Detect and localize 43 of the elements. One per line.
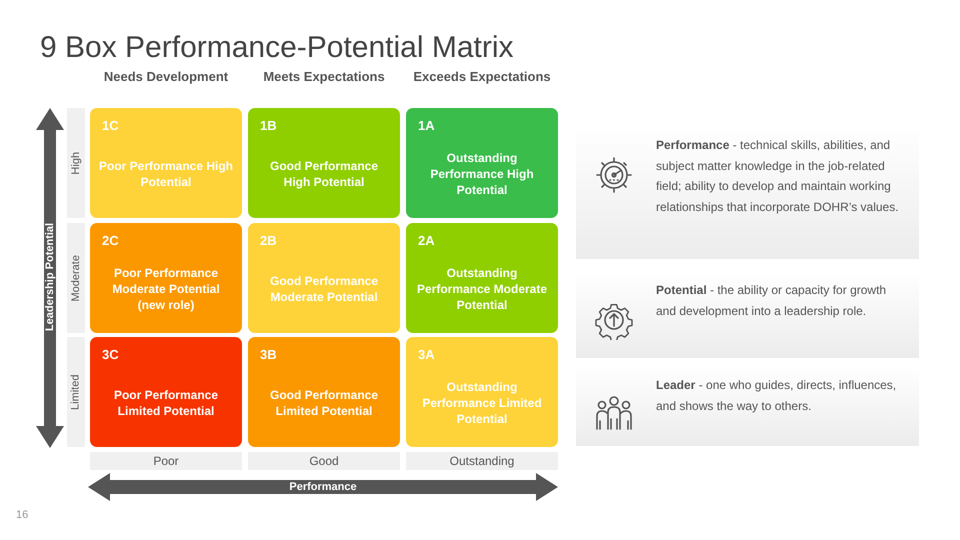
box-description: Good Performance High Potential — [268, 158, 380, 191]
box-code: 2C — [102, 232, 119, 250]
column-band: Poor — [90, 452, 242, 470]
box-code: 1B — [260, 117, 277, 135]
box-code: 2A — [418, 232, 435, 250]
box-description: Poor Performance Moderate Potential (new role) — [111, 265, 221, 314]
box-description: Outstanding Performance Limited Potential — [421, 379, 543, 428]
box-description: Poor Performance High Potential — [98, 158, 234, 191]
title: 9 Box Performance-Potential Matrix — [40, 30, 514, 66]
column-band: Outstanding — [406, 452, 558, 470]
column-header: Exceeds Expectations — [412, 68, 552, 85]
box-code: 3B — [260, 346, 277, 364]
matrix-box — [406, 337, 558, 447]
axis-label: Leadership Potential — [42, 222, 57, 332]
box-description: Outstanding Performance Moderate Potential — [416, 265, 548, 314]
box-description: Outstanding Performance High Potential — [429, 150, 535, 199]
row-label: Moderate — [68, 254, 83, 302]
box-description: Poor Performance Limited Potential — [112, 387, 220, 420]
definition-text: Performance - technical skills, abilities, and subject matter knowledge in the job-related field; ability to develop and maintain working relationships that incorporate DOHR’s values. — [656, 137, 900, 216]
axis-label: Performance — [289, 480, 357, 495]
matrix-box — [248, 223, 400, 333]
matrix-box — [90, 337, 242, 447]
matrix-box — [248, 108, 400, 218]
box-code: 2B — [260, 232, 277, 250]
definition-text: Potential - the ability or capacity for growth and development into a leadership role. — [656, 282, 888, 320]
box-code: 1C — [102, 117, 119, 135]
box-description: Good Performance Moderate Potential — [268, 273, 380, 306]
column-header: Needs Development — [102, 68, 230, 85]
row-label: High — [68, 152, 83, 174]
matrix-box — [406, 108, 558, 218]
row-label: Limited — [68, 374, 83, 410]
box-description: Good Performance Limited Potential — [268, 387, 380, 420]
matrix-box — [90, 108, 242, 218]
box-code: 3A — [418, 346, 435, 364]
matrix-box — [248, 337, 400, 447]
matrix-box — [406, 223, 558, 333]
matrix-box — [90, 223, 242, 333]
column-band: Good — [248, 452, 400, 470]
box-code: 3C — [102, 346, 119, 364]
definition-text: Leader - one who guides, directs, influences, and shows the way to others. — [656, 377, 898, 414]
column-header: Meets Expectations — [262, 68, 386, 85]
box-code: 1A — [418, 117, 435, 135]
page-number: 16 — [16, 508, 28, 523]
